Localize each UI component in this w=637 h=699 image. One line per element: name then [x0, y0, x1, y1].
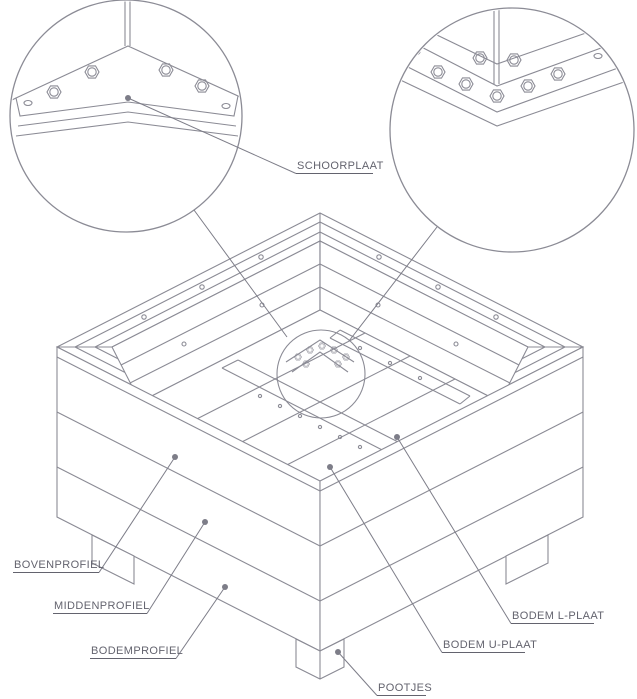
- detail-callout-circle: [276, 329, 366, 419]
- detail-view-right: [389, 7, 635, 253]
- leader-dot: [172, 454, 178, 460]
- detail-circle-outline: [9, 0, 243, 233]
- leader-dot: [222, 584, 228, 590]
- reference-line-right: [348, 226, 438, 342]
- reference-line-left: [193, 209, 288, 338]
- schoorplaat-plate: [15, 45, 239, 117]
- foot-right: [505, 534, 549, 585]
- leader-dot: [327, 464, 333, 470]
- label-bodemprofiel: BODEMPROFIEL: [90, 584, 228, 659]
- label-text-middenprofiel: MIDDENPROFIEL: [54, 600, 150, 612]
- label-bovenprofiel: BOVENPROFIEL: [13, 454, 178, 573]
- label-bodem-l-plaat: BODEM L-PLAAT: [394, 434, 604, 624]
- leader-dot: [202, 519, 208, 525]
- planter-box-drawing: [55, 212, 585, 680]
- label-text-bodem-l-plaat: BODEM L-PLAAT: [512, 610, 604, 622]
- labels: SCHOORPLAAT BOVENPROFIEL MIDDENPROFIEL B…: [13, 95, 604, 696]
- label-text-bodemprofiel: BODEMPROFIEL: [91, 645, 183, 657]
- leader-dot: [394, 434, 400, 440]
- right-wall: [319, 346, 584, 652]
- leader-dot: [125, 95, 131, 101]
- feet: [91, 534, 549, 680]
- label-schoorplaat: SCHOORPLAAT: [125, 95, 384, 174]
- detail-view-left: [9, 0, 243, 233]
- label-text-pootjes: POOTJES: [378, 682, 432, 694]
- label-middenprofiel: MIDDENPROFIEL: [53, 519, 208, 614]
- leader-dot: [335, 649, 341, 655]
- label-text-bovenprofiel: BOVENPROFIEL: [14, 559, 104, 571]
- bodem-l-plaat-strip: [329, 329, 471, 405]
- foot-left: [91, 534, 135, 585]
- detail-reference-lines: [193, 209, 438, 342]
- label-text-schoorplaat: SCHOORPLAAT: [297, 160, 384, 172]
- detail-circle-outline: [389, 7, 635, 253]
- corner-bracket: [285, 339, 355, 373]
- label-pootjes: POOTJES: [335, 649, 432, 696]
- label-bodem-u-plaat: BODEM U-PLAAT: [327, 464, 537, 653]
- label-text-bodem-u-plaat: BODEM U-PLAAT: [443, 639, 537, 651]
